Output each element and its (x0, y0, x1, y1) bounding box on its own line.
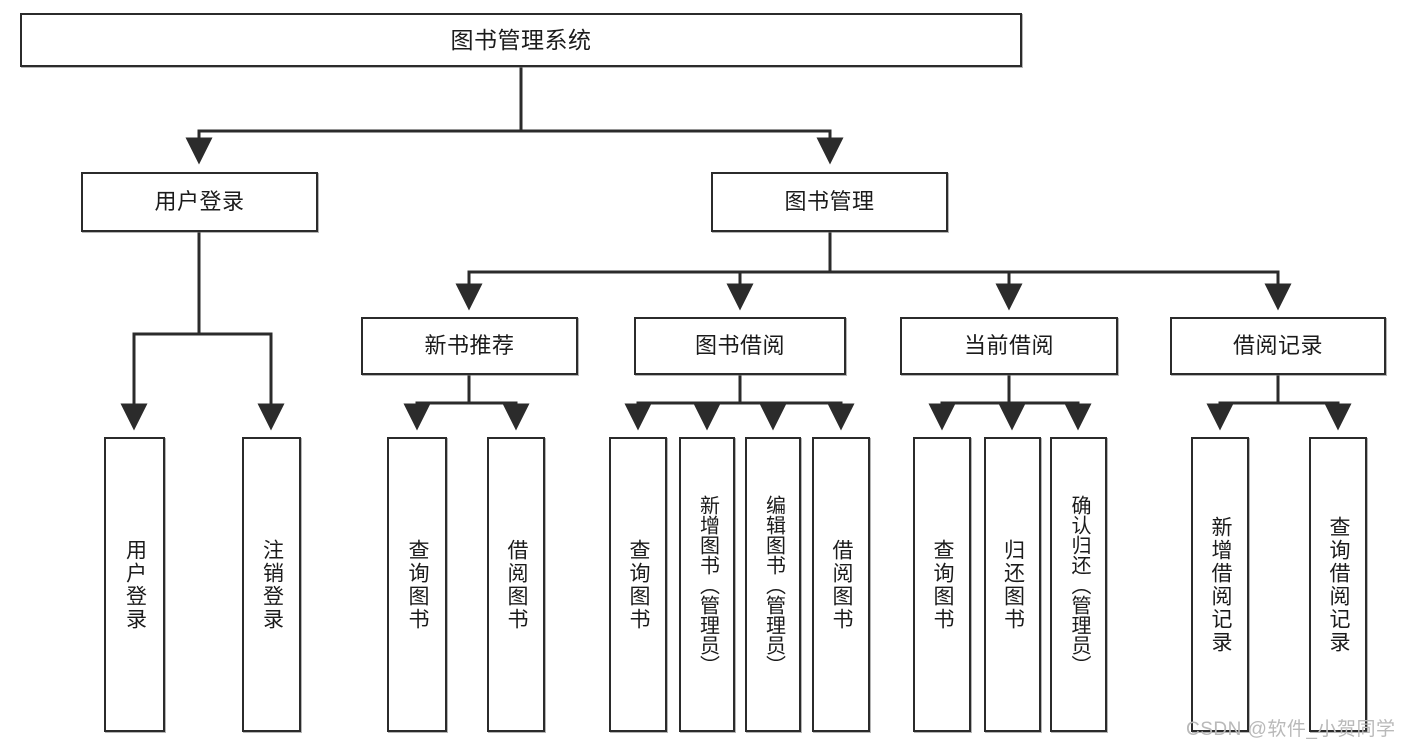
node-leaf-user-logout[interactable]: 注销登录 (242, 437, 301, 732)
node-root[interactable]: 图书管理系统 (20, 13, 1022, 67)
node-leaf-edit-book-label: 编辑图书（管理员） (762, 494, 785, 675)
node-leaf-query-borrow-record[interactable]: 查询借阅记录 (1309, 437, 1367, 732)
node-leaf-query-book-borrow-label: 查询图书 (627, 538, 651, 631)
node-leaf-add-borrow-record-label: 新增借阅记录 (1209, 515, 1233, 654)
node-leaf-query-book-rec[interactable]: 查询图书 (387, 437, 447, 732)
node-leaf-query-book-rec-label: 查询图书 (406, 538, 430, 631)
node-book-borrow[interactable]: 图书借阅 (634, 317, 846, 375)
node-leaf-borrow-book[interactable]: 借阅图书 (812, 437, 870, 732)
node-borrow-record[interactable]: 借阅记录 (1170, 317, 1386, 375)
node-leaf-borrow-book-rec[interactable]: 借阅图书 (487, 437, 545, 732)
node-leaf-query-book-current-label: 查询图书 (931, 538, 955, 631)
node-new-book-recommend-label: 新书推荐 (424, 332, 515, 358)
csdn-watermark: CSDN @软件_小贺同学 (1186, 719, 1396, 740)
node-leaf-confirm-return-label: 确认归还（管理员） (1068, 494, 1090, 675)
node-book-manage-label: 图书管理 (784, 188, 875, 214)
node-borrow-record-label: 借阅记录 (1232, 332, 1323, 358)
node-leaf-user-login-label: 用户登录 (123, 538, 147, 631)
node-current-borrow-label: 当前借阅 (963, 332, 1054, 358)
node-leaf-user-logout-label: 注销登录 (260, 538, 284, 631)
node-leaf-confirm-return[interactable]: 确认归还（管理员） (1050, 437, 1107, 732)
node-leaf-add-borrow-record[interactable]: 新增借阅记录 (1191, 437, 1249, 732)
node-book-manage[interactable]: 图书管理 (711, 172, 948, 232)
node-leaf-user-login[interactable]: 用户登录 (104, 437, 165, 732)
node-current-borrow[interactable]: 当前借阅 (900, 317, 1118, 375)
node-leaf-add-book-label: 新增图书（管理员） (696, 494, 719, 675)
node-leaf-query-borrow-record-label: 查询借阅记录 (1327, 515, 1351, 654)
node-leaf-edit-book[interactable]: 编辑图书（管理员） (745, 437, 801, 732)
node-user-login[interactable]: 用户登录 (81, 172, 318, 232)
node-book-borrow-label: 图书借阅 (694, 332, 785, 358)
node-leaf-borrow-book-rec-label: 借阅图书 (505, 538, 529, 631)
node-leaf-return-book-label: 归还图书 (1001, 538, 1025, 631)
node-new-book-recommend[interactable]: 新书推荐 (361, 317, 578, 375)
node-leaf-query-book-borrow[interactable]: 查询图书 (609, 437, 667, 732)
node-leaf-borrow-book-label: 借阅图书 (830, 538, 854, 631)
node-user-login-label: 用户登录 (154, 188, 245, 214)
node-root-label: 图书管理系统 (450, 26, 592, 53)
node-leaf-query-book-current[interactable]: 查询图书 (913, 437, 971, 732)
node-leaf-add-book[interactable]: 新增图书（管理员） (679, 437, 735, 732)
node-leaf-return-book[interactable]: 归还图书 (984, 437, 1041, 732)
